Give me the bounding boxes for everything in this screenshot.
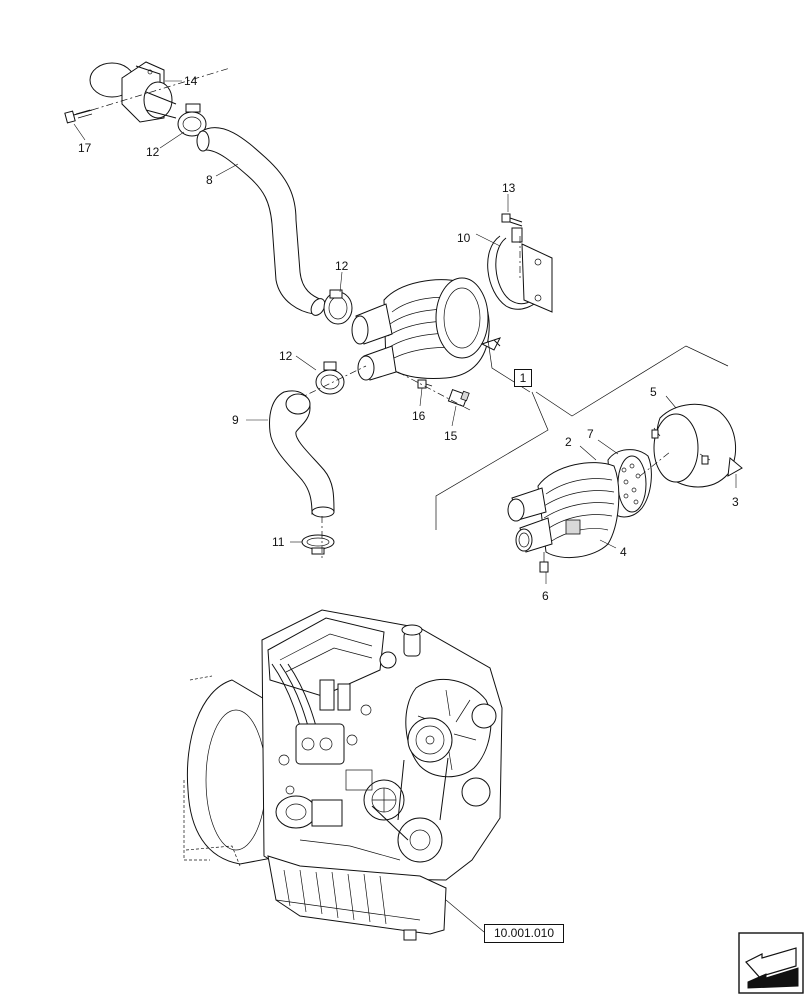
hose-clamp-lower: [315, 361, 345, 395]
air-cleaner-assembly: [351, 277, 501, 381]
callout-9: 9: [232, 413, 239, 427]
callout-4: 4: [620, 545, 627, 559]
upper-hose: [196, 127, 326, 316]
callout-3: 3: [732, 495, 739, 509]
back-arrow-icon[interactable]: [738, 932, 804, 994]
callout-5: 5: [650, 385, 657, 399]
callout-14: 14: [184, 74, 198, 88]
leader-lines: [73, 80, 737, 933]
intake-flange: [89, 61, 177, 123]
callout-8: 8: [206, 173, 213, 187]
callout-12-top: 12: [146, 145, 160, 159]
callout-6: 6: [542, 589, 549, 603]
detail-cover: [651, 403, 743, 488]
engine-assembly: [183, 609, 503, 941]
lower-hose: [269, 390, 335, 518]
hose-clamp-bottom: [301, 534, 335, 555]
callout-17: 17: [78, 141, 92, 155]
restriction-sensor: [447, 388, 470, 408]
callout-11: 11: [272, 535, 285, 549]
callout-13: 13: [502, 181, 516, 195]
callout-7: 7: [587, 427, 594, 441]
detail-valve: [539, 552, 549, 573]
hose-clamp-top: [177, 103, 207, 137]
callout-1-box: 1: [514, 369, 532, 387]
callout-15: 15: [444, 429, 458, 443]
callout-12-lower: 12: [279, 349, 293, 363]
callout-16: 16: [412, 409, 426, 423]
callout-12-middle: 12: [335, 259, 349, 273]
hose-clamp-middle: [323, 289, 353, 325]
callout-2: 2: [565, 435, 572, 449]
mounting-band-bracket: [487, 235, 553, 313]
bracket-bolt: [501, 213, 523, 243]
flange-bolt: [64, 109, 93, 124]
callout-10: 10: [457, 231, 471, 245]
detail-housing: [507, 462, 620, 558]
reference-link[interactable]: 10.001.010: [484, 924, 564, 943]
